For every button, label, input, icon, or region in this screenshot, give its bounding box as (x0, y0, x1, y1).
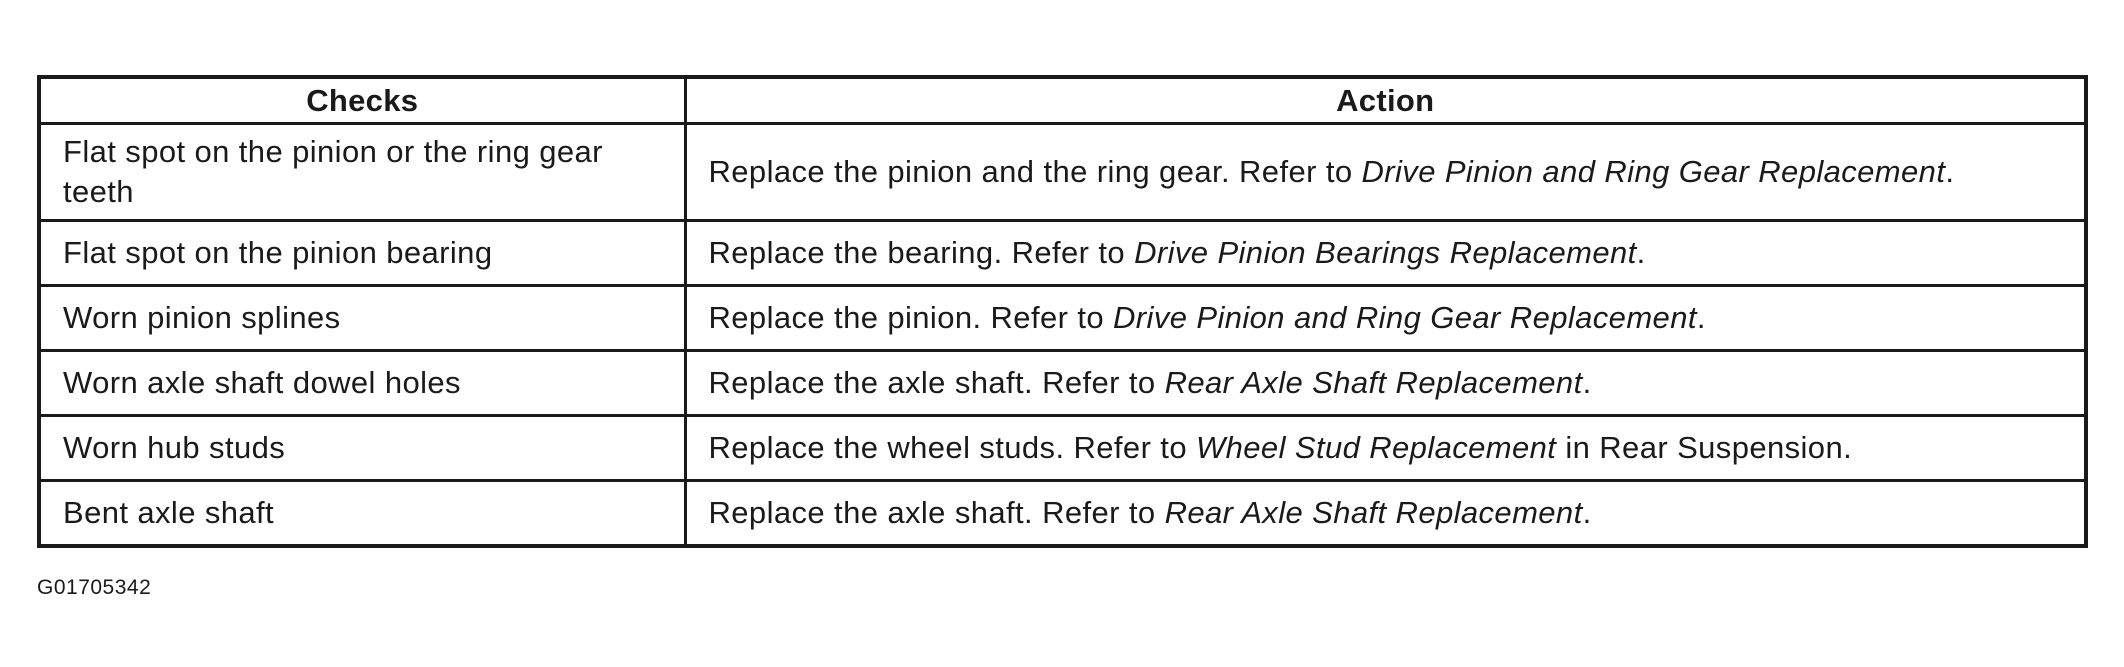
check-cell: Flat spot on the pinion bearing (37, 219, 687, 287)
table-row: Worn axle shaft dowel holes Replace the … (37, 349, 2088, 417)
header-checks: Checks (37, 75, 687, 125)
action-cell: Replace the axle shaft. Refer to Rear Ax… (683, 349, 2088, 417)
procedure-reference: Drive Pinion and Ring Gear Replacement (1361, 154, 1946, 189)
action-text-end: . (1636, 235, 1646, 270)
table-row: Flat spot on the pinion bearing Replace … (37, 219, 2088, 287)
action-text-end: in Rear Suspension. (1556, 430, 1853, 465)
table-row: Bent axle shaft Replace the axle shaft. … (37, 479, 2088, 548)
action-text: Replace the wheel studs. Refer to (708, 430, 1196, 465)
action-text-end: . (1582, 365, 1592, 400)
action-text: Replace the bearing. Refer to (708, 235, 1135, 270)
check-cell: Worn pinion splines (37, 284, 687, 352)
action-text: Replace the pinion. Refer to (708, 300, 1114, 335)
check-cell: Worn hub studs (37, 414, 687, 482)
table-row: Worn pinion splines Replace the pinion. … (37, 284, 2088, 352)
action-cell: Replace the pinion and the ring gear. Re… (683, 122, 2088, 222)
checks-actions-table: Checks Action Flat spot on the pinion or… (37, 75, 2088, 548)
procedure-reference: Drive Pinion Bearings Replacement (1134, 235, 1637, 270)
procedure-reference: Rear Axle Shaft Replacement (1164, 365, 1583, 400)
header-action: Action (683, 75, 2088, 125)
action-text-end: . (1582, 495, 1592, 530)
procedure-reference: Rear Axle Shaft Replacement (1164, 495, 1583, 530)
action-text: Replace the axle shaft. Refer to (708, 495, 1165, 530)
table-row: Flat spot on the pinion or the ring gear… (37, 122, 2088, 222)
action-cell: Replace the pinion. Refer to Drive Pinio… (683, 284, 2088, 352)
figure-id-label: G01705342 (37, 576, 152, 599)
action-cell: Replace the axle shaft. Refer to Rear Ax… (683, 479, 2088, 548)
diagnostic-table-container: Checks Action Flat spot on the pinion or… (37, 75, 2088, 548)
table-row: Worn hub studs Replace the wheel studs. … (37, 414, 2088, 482)
check-cell: Flat spot on the pinion or the ring gear… (37, 122, 687, 222)
action-text-end: . (1945, 154, 1955, 189)
check-cell: Bent axle shaft (37, 479, 687, 548)
action-text: Replace the axle shaft. Refer to (708, 365, 1165, 400)
check-cell: Worn axle shaft dowel holes (37, 349, 687, 417)
action-cell: Replace the bearing. Refer to Drive Pini… (683, 219, 2088, 287)
table-header-row: Checks Action (37, 75, 2088, 125)
procedure-reference: Drive Pinion and Ring Gear Replacement (1113, 300, 1697, 335)
action-cell: Replace the wheel studs. Refer to Wheel … (683, 414, 2088, 482)
action-text: Replace the pinion and the ring gear. Re… (708, 154, 1362, 189)
procedure-reference: Wheel Stud Replacement (1195, 430, 1557, 465)
action-text-end: . (1696, 300, 1706, 335)
